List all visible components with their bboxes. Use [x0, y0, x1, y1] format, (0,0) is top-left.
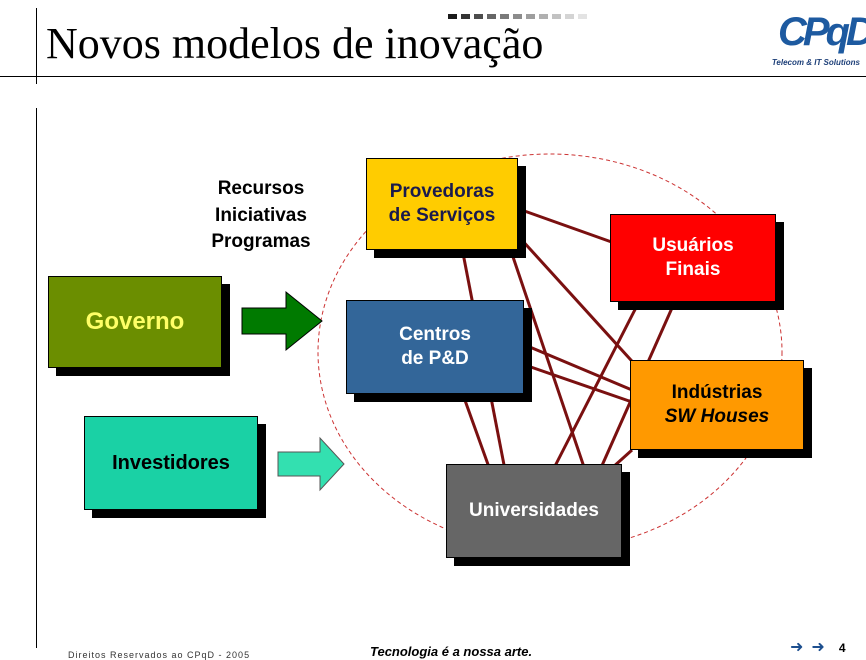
node-industrias-line: Indústrias	[671, 382, 763, 404]
cpqd-logo: CPqD Telecom & IT Solutions	[760, 12, 866, 76]
dot	[500, 14, 509, 19]
node-usuarios-line: Usuários	[652, 235, 734, 257]
copyright-text: Direitos Reservados ao CPqD - 2005	[68, 650, 251, 660]
link-provedoras-usuarios	[515, 206, 621, 247]
dot	[578, 14, 587, 19]
dot	[461, 14, 470, 19]
resource-item: Iniciativas	[215, 204, 307, 226]
node-usuarios-line: Finais	[665, 259, 721, 280]
dot	[487, 14, 496, 19]
resource-item: Recursos	[217, 178, 305, 199]
logo-subtitle: Telecom & IT Solutions	[771, 58, 860, 67]
dot	[448, 14, 457, 19]
node-provedoras-line: Provedoras	[389, 181, 495, 203]
page-number: 4	[838, 641, 846, 655]
node-universidades-label: Universidades	[469, 500, 599, 522]
link-centros-universidades	[460, 391, 492, 471]
arrow-governo-icon	[241, 290, 323, 352]
left-margin-rule	[36, 108, 37, 648]
dot	[552, 14, 561, 19]
dot	[513, 14, 522, 19]
dot	[565, 14, 574, 19]
link-provedoras-industrias	[518, 236, 642, 372]
dot	[539, 14, 548, 19]
node-governo-label: Governo	[85, 308, 185, 335]
node-centros: Centros de P&D	[346, 300, 524, 394]
node-governo: Governo	[48, 276, 222, 368]
resource-item: Programas	[211, 231, 311, 253]
node-usuarios: Usuários Finais	[610, 214, 776, 302]
node-centros-line: de P&D	[401, 348, 469, 369]
page-title: Novos modelos de inovação	[46, 19, 544, 68]
node-universidades: Universidades	[446, 464, 622, 558]
node-provedoras: Provedoras de Serviços	[366, 158, 518, 250]
link-usuarios-universidades-a	[551, 289, 647, 471]
node-industrias: Indústrias SW Houses	[630, 360, 804, 450]
logo-mark: CPqD	[778, 10, 866, 54]
node-investidores-label: Investidores	[112, 451, 230, 474]
prev-arrow-icon[interactable]: ➜	[790, 639, 804, 656]
resources-label: Recursos Iniciativas Programas	[196, 176, 326, 256]
header-vertical-rule	[36, 8, 37, 84]
link-centros-industrias	[524, 343, 633, 392]
decorative-dots	[448, 14, 587, 19]
dot	[474, 14, 483, 19]
arrow-investidores-icon	[277, 436, 345, 492]
dot	[526, 14, 535, 19]
next-arrow-icon[interactable]: ➜	[811, 639, 825, 656]
node-investidores: Investidores	[84, 416, 258, 510]
slide-nav: ➜ ➜ 4	[790, 640, 846, 656]
link-centros-industrias-b	[524, 363, 633, 404]
node-industrias-line: SW Houses	[664, 406, 770, 427]
header-horizontal-rule	[0, 76, 866, 77]
node-provedoras-line: de Serviços	[388, 205, 496, 226]
node-centros-line: Centros	[399, 324, 471, 346]
tagline: Tecnologia é a nossa arte.	[370, 644, 533, 659]
